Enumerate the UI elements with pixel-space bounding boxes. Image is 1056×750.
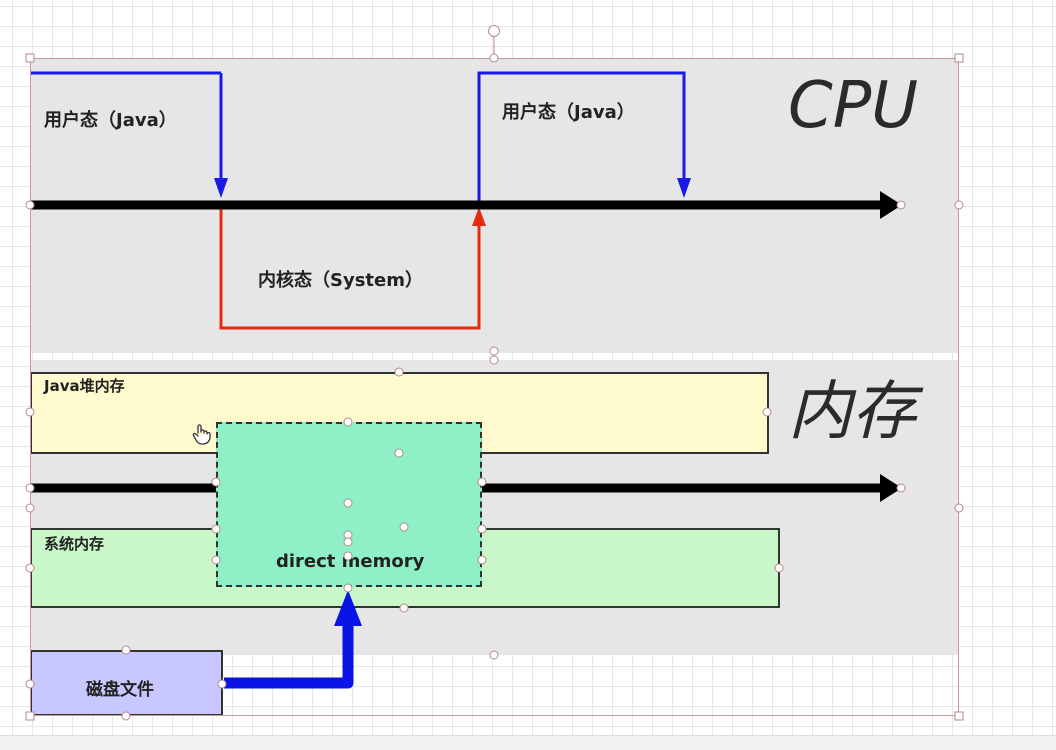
- resize-handle-left[interactable]: [25, 503, 35, 513]
- cpu-timeline-start-handle[interactable]: [25, 200, 35, 210]
- user-mode-right-path: [477, 71, 686, 205]
- java-heap-handle-top[interactable]: [394, 367, 404, 377]
- kernel-mode-path: [219, 208, 481, 330]
- disk-to-direct-memory-arrowhead: [334, 590, 362, 626]
- resize-handle-right-mid[interactable]: [954, 503, 964, 513]
- disk-arrow-end-handle[interactable]: [343, 583, 353, 593]
- disk-to-direct-memory-arrow: [224, 620, 354, 689]
- memory-timeline-end-handle[interactable]: [896, 483, 906, 493]
- system-memory-label: 系统内存: [44, 535, 105, 553]
- system-memory-handle-right[interactable]: [774, 563, 784, 573]
- direct-memory-handle-inner-1[interactable]: [394, 448, 404, 458]
- direct-memory-handle-top[interactable]: [343, 417, 353, 427]
- resize-handle-top-left[interactable]: [25, 53, 35, 63]
- resize-handle-right[interactable]: [954, 200, 964, 210]
- direct-memory-handle-bottom-left[interactable]: [211, 555, 221, 565]
- direct-memory-handle-left[interactable]: [211, 477, 221, 487]
- panel-divider-handle-bottom[interactable]: [489, 355, 499, 365]
- disk-file-handle-top[interactable]: [121, 645, 131, 655]
- java-heap-handle-right[interactable]: [762, 407, 772, 417]
- direct-memory-handle-inner-6[interactable]: [343, 551, 353, 561]
- user-mode-right-arrowhead: [677, 178, 691, 198]
- user-mode-right-label: 用户态（Java）: [502, 102, 635, 123]
- disk-file-handle-right[interactable]: [217, 679, 227, 689]
- java-heap-handle-left[interactable]: [25, 407, 35, 417]
- memory-title: 内存: [788, 375, 916, 449]
- system-memory-handle-left[interactable]: [25, 563, 35, 573]
- direct-memory-handle-bottom-right[interactable]: [477, 555, 487, 565]
- direct-memory-handle-left-low[interactable]: [211, 524, 221, 534]
- memory-panel-bottom-handle[interactable]: [489, 650, 499, 660]
- java-heap-label: Java堆内存: [44, 377, 125, 395]
- resize-handle-bottom-left[interactable]: [25, 711, 35, 721]
- hand-pointer-icon: [192, 424, 211, 445]
- rotation-handle[interactable]: [488, 25, 500, 37]
- resize-handle-top-right[interactable]: [954, 53, 964, 63]
- memory-timeline-arrowhead: [880, 474, 902, 502]
- direct-memory-handle-right-low[interactable]: [477, 524, 487, 534]
- disk-file-handle-left[interactable]: [25, 679, 35, 689]
- cpu-timeline-arrowhead: [880, 191, 902, 219]
- status-bar: [0, 735, 1056, 750]
- kernel-mode-label: 内核态（System）: [258, 270, 423, 291]
- user-mode-left-arrowhead: [214, 178, 228, 198]
- kernel-mode-arrowhead: [472, 207, 486, 226]
- cpu-timeline-end-handle[interactable]: [896, 200, 906, 210]
- direct-memory-handle-right[interactable]: [477, 477, 487, 487]
- system-memory-handle-bottom[interactable]: [399, 603, 409, 613]
- user-mode-left-label: 用户态（Java）: [44, 110, 177, 131]
- direct-memory-handle-inner-5[interactable]: [343, 537, 353, 547]
- resize-handle-bottom-right[interactable]: [954, 711, 964, 721]
- disk-file-label: 磁盘文件: [86, 680, 154, 700]
- panel-divider-handle-top[interactable]: [489, 346, 499, 356]
- direct-memory-label: direct memory: [276, 551, 425, 572]
- cpu-title: CPU: [788, 69, 919, 143]
- resize-handle-top[interactable]: [489, 53, 499, 63]
- memory-timeline-start-handle[interactable]: [25, 483, 35, 493]
- direct-memory-handle-inner-2[interactable]: [343, 498, 353, 508]
- direct-memory-handle-inner-3[interactable]: [399, 522, 409, 532]
- disk-file-handle-bottom[interactable]: [121, 711, 131, 721]
